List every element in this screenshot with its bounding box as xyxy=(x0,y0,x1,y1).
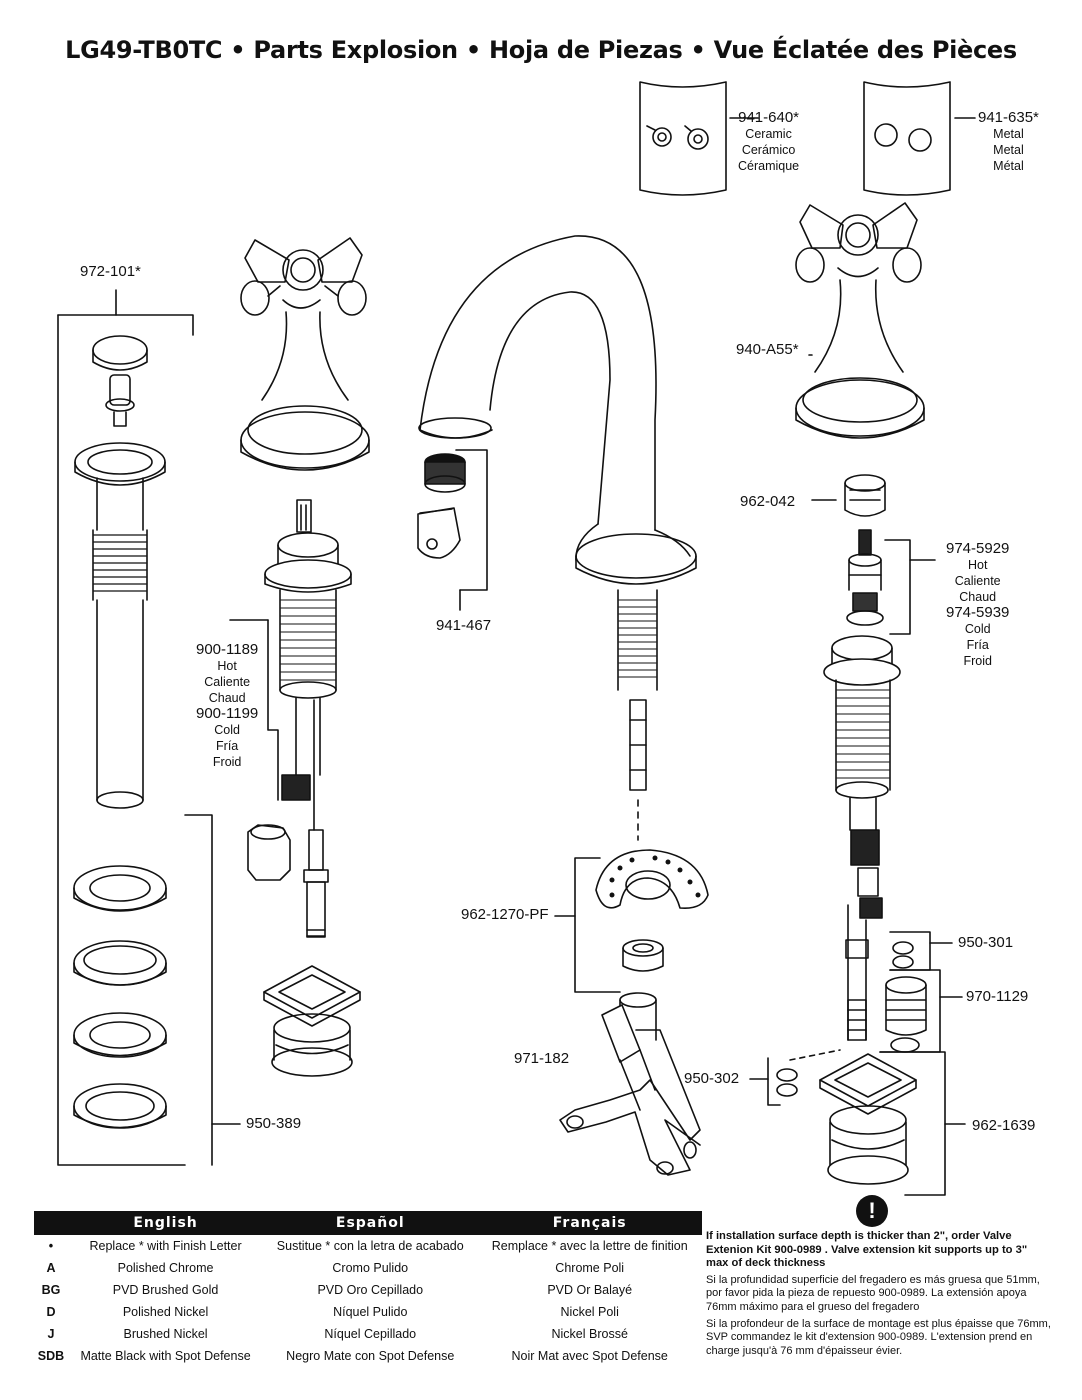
finish-espanol: Cromo Pulido xyxy=(332,1261,409,1275)
label-971-182: 971-182 xyxy=(514,1050,570,1067)
table-row: D Polished Nickel Níquel Pulido Nickel P… xyxy=(34,1301,702,1323)
legend-header-code xyxy=(34,1211,68,1235)
table-row: SDB Matte Black with Spot Defense Negro … xyxy=(34,1345,702,1367)
label-941-467: 941-467 xyxy=(436,617,492,634)
drain-assembly-icon xyxy=(57,289,241,1166)
table-row: • Replace * with Finish Letter Sustitue … xyxy=(34,1235,702,1257)
finish-english: Brushed Nickel xyxy=(123,1327,208,1341)
legend-header-espanol: Español xyxy=(263,1211,478,1235)
label-962-042: 962-042 xyxy=(740,493,796,510)
label-940-a55: 940-A55* xyxy=(736,341,799,358)
legend-header-row: English Español Français xyxy=(34,1211,702,1235)
finish-espanol: Sustitue * con la letra de acabado xyxy=(276,1239,464,1253)
legend-header-francais: Français xyxy=(477,1211,702,1235)
finish-code: BG xyxy=(41,1283,61,1297)
plate-metal-icon xyxy=(863,81,951,196)
finish-espanol: Negro Mate con Spot Defense xyxy=(286,1349,455,1363)
label-972-101: 972-101* xyxy=(80,263,141,280)
finish-english: PVD Brushed Gold xyxy=(112,1283,219,1297)
finish-english: Matte Black with Spot Defense xyxy=(80,1349,251,1363)
left-valve-icon xyxy=(247,499,361,1077)
label-962-1270-pf: 962-1270-PF xyxy=(461,906,549,923)
finish-francais: Noir Mat avec Spot Defense xyxy=(511,1349,668,1363)
finish-francais: Nickel Brossé xyxy=(551,1327,628,1341)
note-french: Si la profondeur de la surface de montag… xyxy=(706,1317,1051,1357)
finish-legend-table: English Español Français • Replace * wit… xyxy=(34,1211,702,1367)
finish-francais: PVD Or Balayé xyxy=(547,1283,633,1297)
table-row: A Polished Chrome Cromo Pulido Chrome Po… xyxy=(34,1257,702,1279)
label-962-1639: 962-1639 xyxy=(972,1117,1036,1134)
finish-code: J xyxy=(47,1327,55,1341)
label-950-389: 950-389 xyxy=(246,1115,302,1132)
table-row: J Brushed Nickel Níquel Cepillado Nickel… xyxy=(34,1323,702,1345)
label-974-5929: 974-5929 Hot Caliente Chaud 974-5939 Col… xyxy=(946,540,1010,669)
right-handle-icon xyxy=(795,202,925,439)
exploded-parts-diagram xyxy=(57,81,976,1196)
finish-espanol: Níquel Pulido xyxy=(333,1305,408,1319)
warning-icon: ! xyxy=(856,1195,888,1227)
finish-code: D xyxy=(46,1305,56,1319)
finish-code: SDB xyxy=(37,1349,65,1363)
left-handle-icon xyxy=(240,237,370,471)
right-valve-icon xyxy=(749,474,966,1196)
aerator-icon xyxy=(417,449,488,611)
plate-ceramic-icon xyxy=(639,81,727,196)
legend-header-english: English xyxy=(68,1211,264,1235)
label-941-640: 941-640* Ceramic Cerámico Céramique xyxy=(738,109,800,174)
label-941-635: 941-635* Metal Metal Métal xyxy=(978,109,1039,174)
note-spanish: Si la profundidad superficie del fregade… xyxy=(706,1273,1040,1313)
finish-francais: Remplace * avec la lettre de finition xyxy=(491,1239,688,1253)
table-row: BG PVD Brushed Gold PVD Oro Cepillado PV… xyxy=(34,1279,702,1301)
finish-english: Polished Chrome xyxy=(117,1261,214,1275)
finish-code: • xyxy=(48,1239,54,1253)
finish-espanol: Níquel Cepillado xyxy=(324,1327,417,1341)
mounting-bracket-icon xyxy=(559,992,701,1176)
finish-francais: Chrome Poli xyxy=(555,1261,625,1275)
label-950-302: 950-302 xyxy=(684,1070,740,1087)
note-english: If installation surface depth is thicker… xyxy=(706,1230,1028,1270)
label-970-1129: 970-1129 xyxy=(966,988,1029,1005)
finish-english: Replace * with Finish Letter xyxy=(89,1239,242,1253)
finish-francais: Nickel Poli xyxy=(560,1305,619,1319)
label-950-301: 950-301 xyxy=(958,934,1014,951)
spacer-plate-icon xyxy=(554,849,709,993)
spout-icon xyxy=(418,235,697,841)
label-900-1189: 900-1189 Hot Caliente Chaud 900-1199 Col… xyxy=(196,641,259,770)
finish-english: Polished Nickel xyxy=(122,1305,209,1319)
installation-note: If installation surface depth is thicker… xyxy=(706,1230,1051,1361)
finish-espanol: PVD Oro Cepillado xyxy=(317,1283,424,1297)
page-title: LG49-TB0TC • Parts Explosion • Hoja de P… xyxy=(65,36,1017,64)
finish-code: A xyxy=(46,1261,56,1275)
